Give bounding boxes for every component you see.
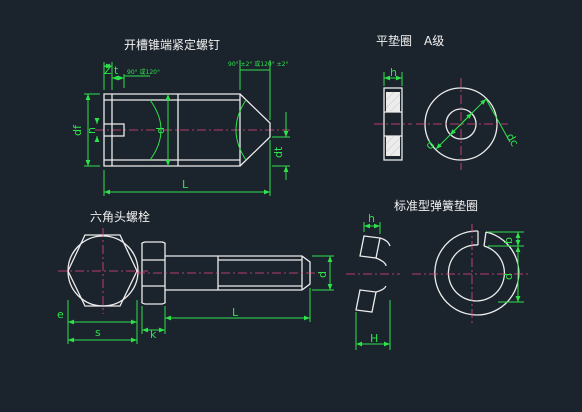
set-screw-angle-arc-right <box>235 99 247 161</box>
title-flat-washer: 平垫圈 A级 <box>376 34 445 48</box>
title-hex-bolt: 六角头螺栓 <box>90 210 151 224</box>
set-screw-extension-lines <box>103 60 271 196</box>
label-t: t <box>114 64 119 77</box>
label-b: b <box>502 237 515 244</box>
hex-bolt-thread-lines <box>218 259 302 287</box>
spring-washer-inner-arc <box>447 244 506 302</box>
set-screw-thread-lines <box>104 99 240 161</box>
hex-bolt-head-faces <box>142 259 165 287</box>
set-screw-drawing: Z t 90° 或120° 90° ±2° 或120° ±2° df n d d… <box>71 60 290 196</box>
label-d-screw: d <box>154 127 167 134</box>
set-screw-cone-point <box>239 93 271 167</box>
label-df: df <box>71 124 84 136</box>
label-dc: dc <box>503 131 521 149</box>
hex-bolt-head-side <box>141 241 166 305</box>
label-d-bolt: d <box>316 271 329 278</box>
label-H: H <box>370 332 378 345</box>
label-angle-left: 90° 或120° <box>127 68 160 76</box>
spring-washer-section-top <box>359 235 381 259</box>
spring-washer-drawing: h H b d <box>346 212 530 350</box>
flat-washer-hatch-bottom <box>386 136 400 156</box>
label-dt: dt <box>272 146 285 158</box>
dim-dc-leader <box>485 98 511 143</box>
label-L-bolt: L <box>232 306 239 319</box>
flat-washer-hatch-top <box>386 92 400 112</box>
title-set-screw: 开槽锥端紧定螺钉 <box>124 38 221 52</box>
hex-bolt-ext-lines <box>141 255 334 334</box>
spring-washer-gap <box>477 231 487 247</box>
label-k: k <box>150 328 157 341</box>
label-e: e <box>57 308 64 321</box>
hex-bolt-shank <box>165 255 311 291</box>
label-h-spring: h <box>368 212 375 225</box>
label-d-washer: d <box>423 138 437 152</box>
set-screw-slot <box>104 123 125 137</box>
spring-washer-section-bottom <box>355 289 377 313</box>
label-h-washer: h <box>390 66 397 79</box>
flat-washer-drawing: h d dc <box>374 66 521 170</box>
dim-dc-diag <box>435 98 487 150</box>
set-screw-angle-arc-left <box>149 99 162 161</box>
label-d-spring: d <box>502 273 515 280</box>
label-n: n <box>85 127 98 134</box>
label-z: Z <box>104 64 112 77</box>
label-angle-right: 90° ±2° 或120° ±2° <box>228 60 289 68</box>
spring-washer-ext-lines <box>355 222 391 350</box>
flat-washer-hatch-lines <box>385 91 401 157</box>
label-s: s <box>95 326 101 339</box>
spring-washer-side-curves <box>375 237 391 293</box>
flat-washer-section <box>383 87 403 161</box>
title-spring-washer: 标准型弹簧垫圈 <box>394 199 479 213</box>
hex-bolt-drawing: s e k L d <box>57 228 334 344</box>
label-L-screw: L <box>182 178 189 191</box>
